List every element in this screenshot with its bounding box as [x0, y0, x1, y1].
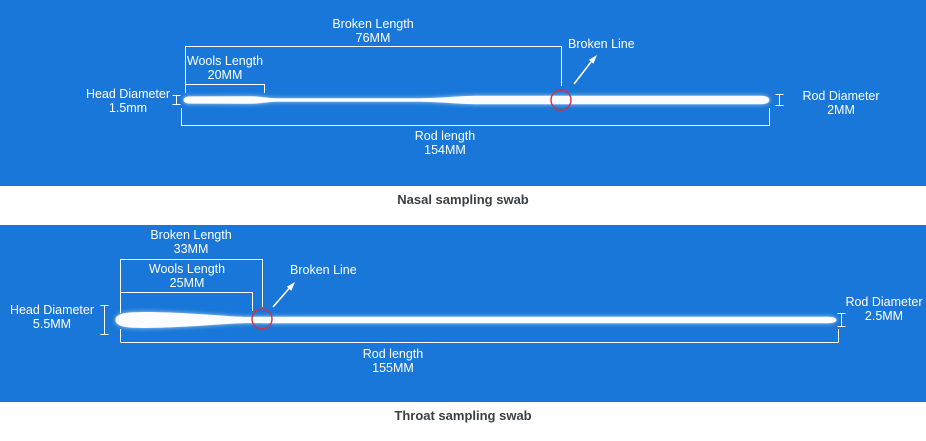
nasal-broken-length-title: Broken Length — [332, 17, 414, 31]
throat-rod-diameter-label: Rod Diameter 2.5MM — [824, 295, 926, 323]
nasal-wools-length-value: 20MM — [207, 68, 243, 82]
throat-rod-diameter-title: Rod Diameter — [845, 295, 923, 309]
nasal-broken-line-label: Broken Line — [568, 37, 635, 51]
nasal-head-diameter-title: Head Diameter — [85, 87, 171, 101]
nasal-head-diameter-value: 1.5mm — [108, 101, 148, 115]
nasal-rod-length-value: 154MM — [424, 143, 466, 157]
throat-swab-diagram — [100, 259, 846, 343]
nasal-broken-length-label: Broken Length 76MM — [273, 17, 473, 45]
throat-rod-length-value: 155MM — [372, 361, 414, 375]
throat-swab-shape — [115, 312, 837, 328]
throat-rod-length-label: Rod length 155MM — [293, 347, 493, 375]
throat-rod-length-title: Rod length — [362, 347, 424, 361]
nasal-broken-length-value: 76MM — [355, 31, 391, 45]
throat-broken-line-arrow — [272, 282, 295, 308]
nasal-swab-panel: Broken Length 76MM Wools Length 20MM Bro… — [0, 0, 926, 186]
nasal-wools-length-label: Wools Length 20MM — [155, 54, 295, 82]
nasal-rod-length-title: Rod length — [414, 129, 476, 143]
nasal-swab-shape — [183, 95, 770, 105]
throat-wools-length-value: 25MM — [169, 276, 205, 290]
throat-wools-length-label: Wools Length 25MM — [87, 262, 287, 290]
throat-broken-length-label: Broken Length 33MM — [91, 228, 291, 256]
nasal-head-diameter-label: Head Diameter 1.5mm — [53, 87, 203, 115]
throat-head-diameter-label: Head Diameter 5.5MM — [0, 303, 104, 331]
throat-broken-length-value: 33MM — [173, 242, 209, 256]
throat-dimension-lines — [100, 259, 846, 343]
nasal-rod-diameter-title: Rod Diameter — [802, 89, 880, 103]
throat-rod-diameter-value: 2.5MM — [864, 309, 904, 323]
throat-caption: Throat sampling swab — [394, 408, 532, 423]
nasal-wools-length-title: Wools Length — [186, 54, 264, 68]
nasal-rod-length-label: Rod length 154MM — [345, 129, 545, 157]
nasal-dimension-lines — [172, 46, 784, 126]
nasal-rod-diameter-label: Rod Diameter 2MM — [766, 89, 916, 117]
nasal-rod-diameter-value: 2MM — [827, 103, 855, 117]
nasal-swab-diagram — [172, 46, 784, 126]
throat-head-diameter-title: Head Diameter — [9, 303, 95, 317]
nasal-caption: Nasal sampling swab — [397, 192, 529, 207]
nasal-broken-line-arrow — [573, 55, 597, 85]
throat-wools-length-title: Wools Length — [148, 262, 226, 276]
throat-head-diameter-value: 5.5MM — [32, 317, 72, 331]
nasal-break-circle — [550, 89, 572, 111]
throat-broken-line-label: Broken Line — [290, 263, 357, 277]
throat-break-circle — [251, 308, 273, 330]
throat-broken-length-title: Broken Length — [150, 228, 232, 242]
throat-swab-panel: Broken Length 33MM Wools Length 25MM Bro… — [0, 225, 926, 402]
